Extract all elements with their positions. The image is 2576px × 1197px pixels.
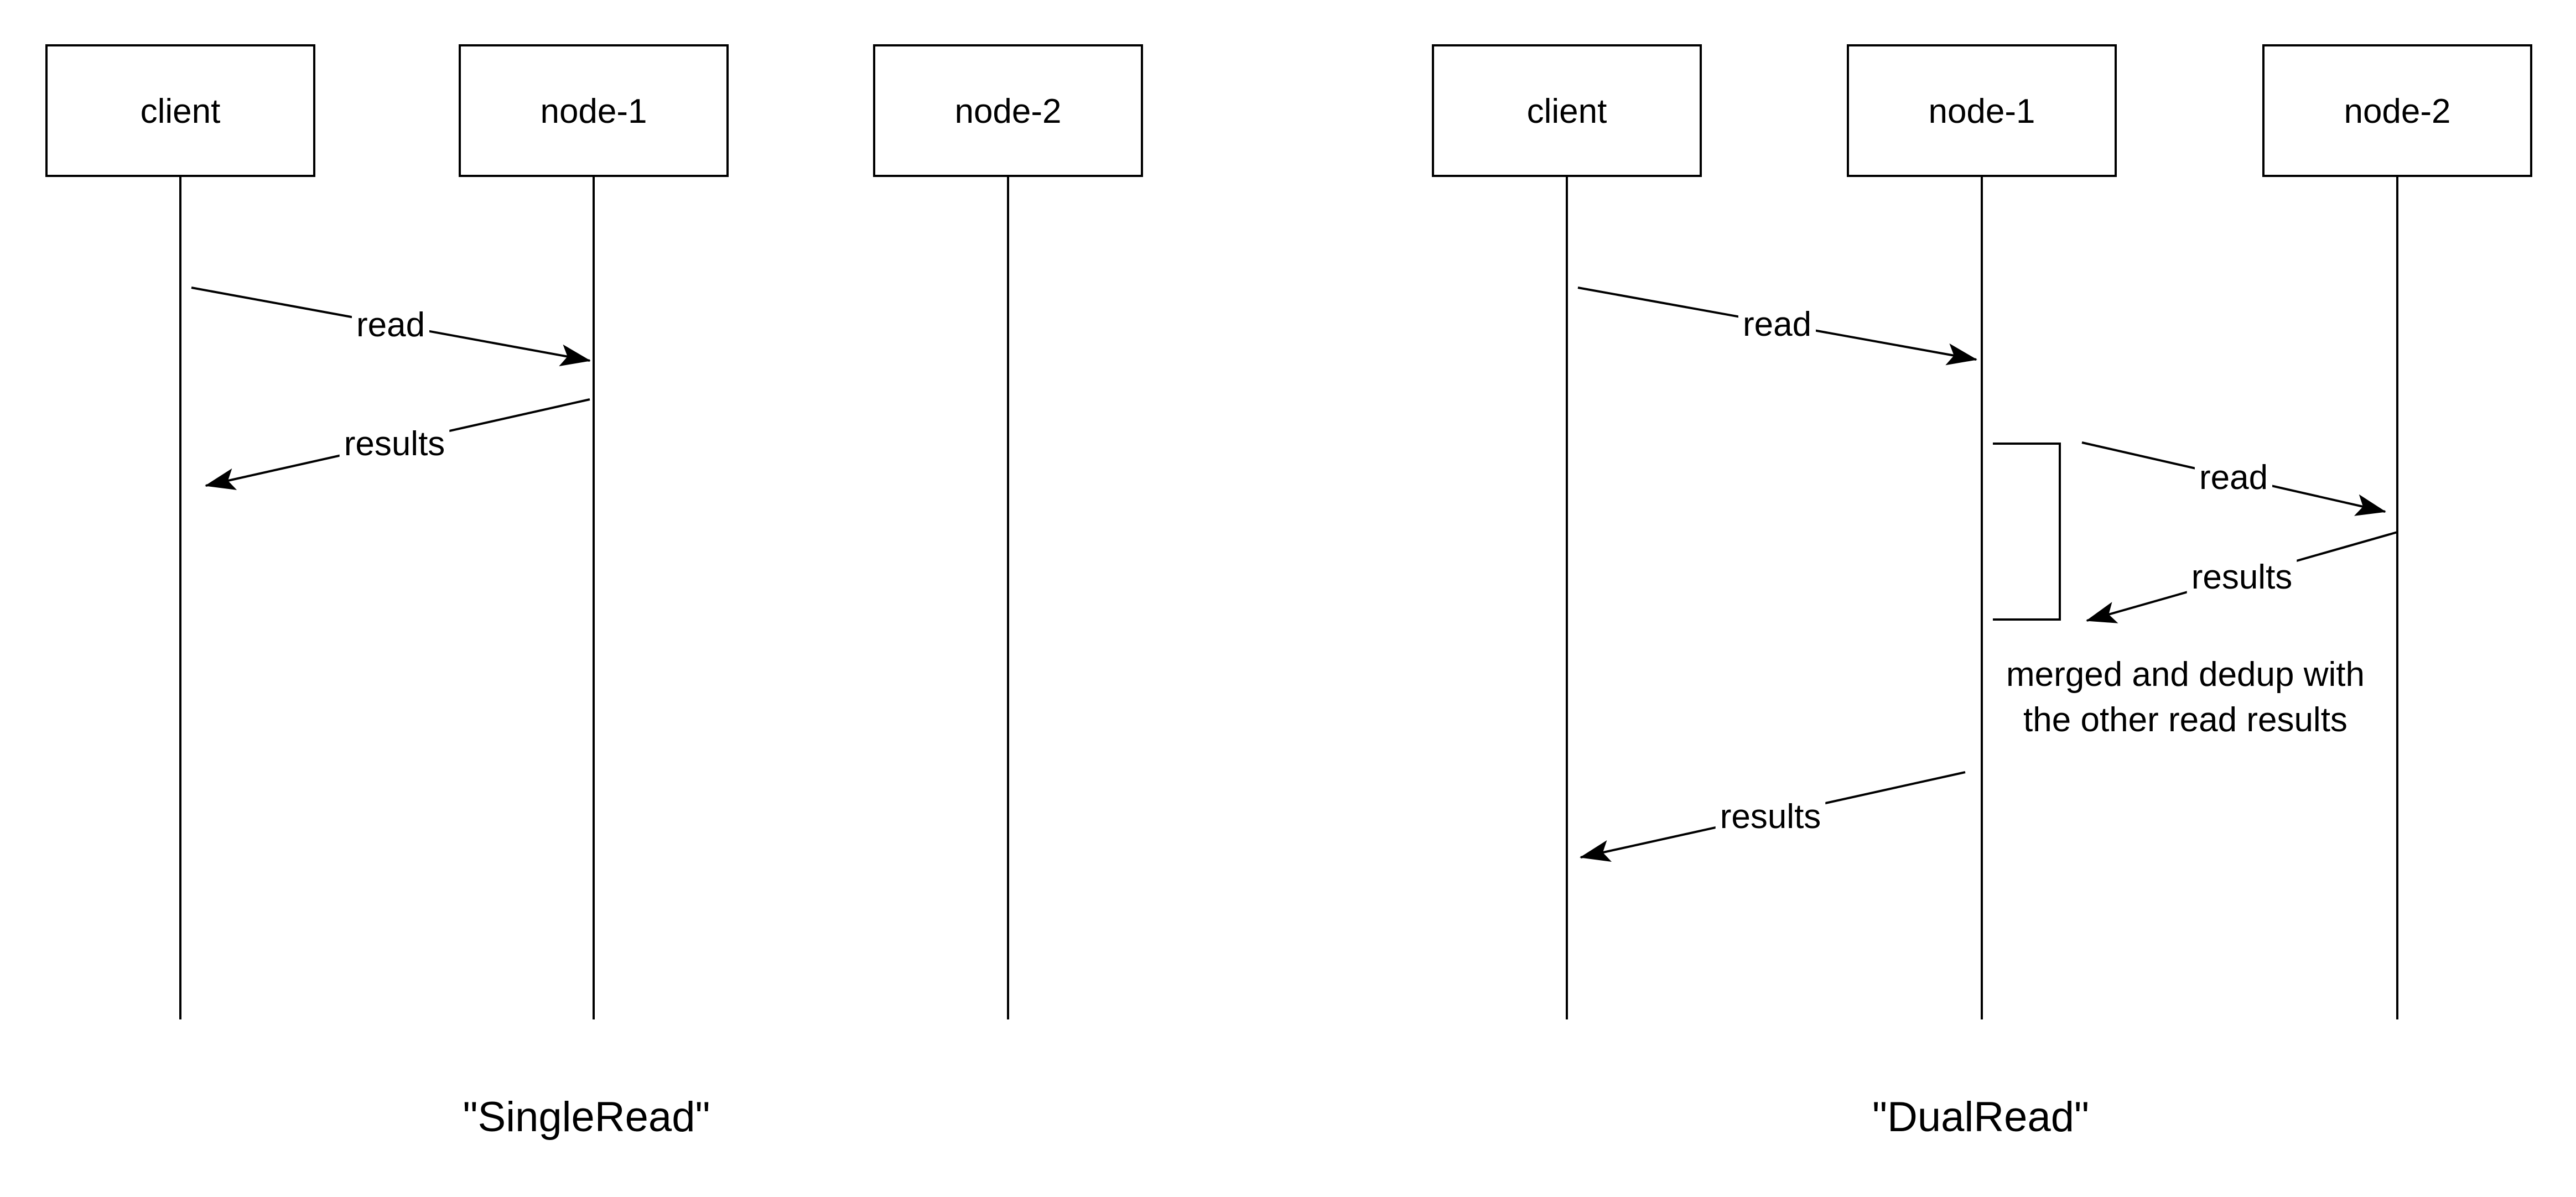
diagram-caption: "DualRead": [1872, 1094, 2089, 1141]
diagram-singleread: client node-1 node-2 read results "Singl…: [45, 44, 1143, 1141]
actor-label: client: [1527, 92, 1607, 131]
label-backing: [351, 304, 430, 346]
actor-label: client: [141, 92, 221, 131]
actor-label: node-2: [2344, 92, 2450, 131]
message-label: read: [356, 306, 425, 344]
message-results: results: [205, 398, 590, 490]
activation-bracket: [1993, 443, 2061, 621]
diagram-caption: "SingleRead": [463, 1094, 710, 1141]
note-line: the other read results: [2023, 701, 2348, 739]
actor-label: node-1: [540, 92, 647, 131]
label-backing: [1715, 795, 1826, 838]
message-read-node1-node2: read: [2081, 441, 2386, 516]
message-read-client-node1: read: [1577, 287, 1977, 366]
message-label: results: [2191, 558, 2293, 596]
actor-client: client: [45, 44, 315, 177]
actor-node-2: node-2: [2262, 44, 2532, 177]
message-label: read: [1743, 305, 1811, 344]
actor-node-1: node-1: [1847, 44, 2117, 177]
label-backing: [2194, 456, 2273, 499]
actor-node-2: node-2: [873, 44, 1143, 177]
label-backing: [2187, 556, 2297, 598]
diagram-dualread: client node-1 node-2 read read resu: [1432, 44, 2532, 1141]
label-backing: [339, 423, 450, 465]
message-results-node2-node1: results: [2086, 531, 2398, 623]
actor-node-1: node-1: [459, 44, 729, 177]
actor-label: node-1: [1928, 92, 2035, 131]
message-label: results: [344, 425, 445, 463]
message-read: read: [191, 287, 591, 367]
message-results-node1-client: results: [1580, 771, 1966, 862]
actor-label: node-2: [954, 92, 1061, 131]
note-line: merged and dedup with: [2006, 655, 2365, 694]
note-merged-dedup: merged and dedup with the other read res…: [2006, 655, 2365, 739]
message-label: results: [1720, 798, 1821, 836]
label-backing: [1738, 303, 1816, 346]
actor-client: client: [1432, 44, 1702, 177]
message-label: read: [2199, 459, 2268, 497]
